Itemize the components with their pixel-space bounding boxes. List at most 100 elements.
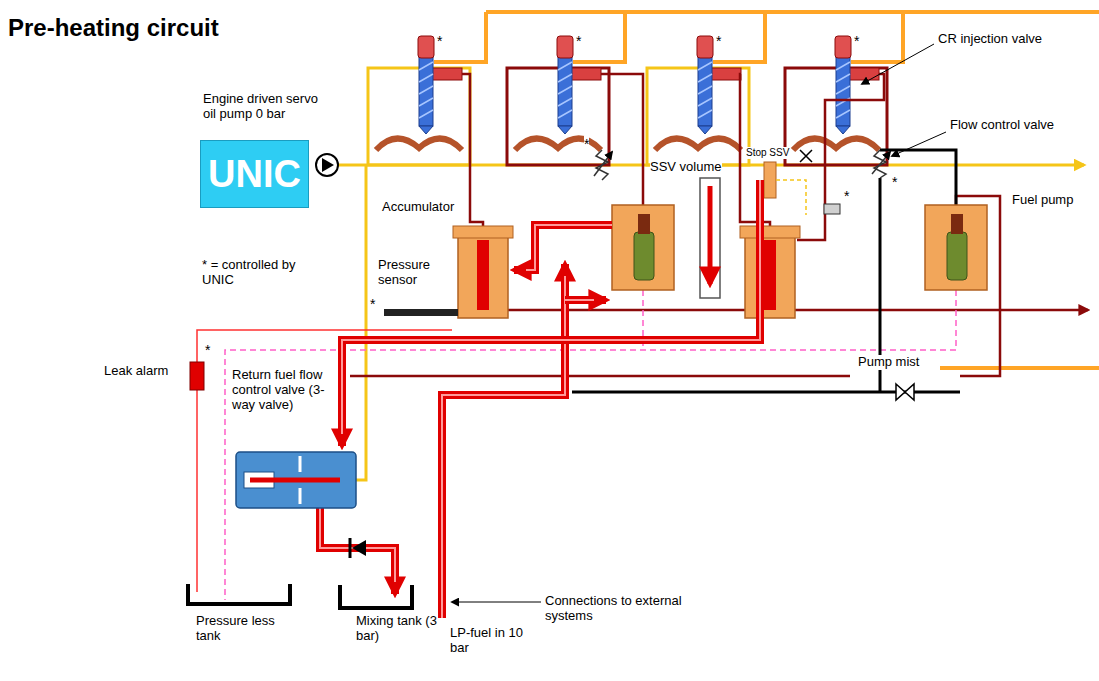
servo-oil-line (338, 165, 1084, 480)
injection-valve (698, 62, 712, 118)
part-label: Engine driven servo oil pump 0 bar (203, 92, 331, 122)
ssv-volume (700, 178, 720, 298)
note-label: Connections to external systems (545, 594, 707, 624)
part-label: Stop SSV (746, 147, 789, 159)
injection-valve (785, 12, 903, 165)
diagram-title: Pre-heating circuit (8, 14, 219, 42)
main-fuel-flow (320, 180, 760, 618)
stop-ssv-valve (764, 162, 776, 198)
servo-oil-pump (316, 154, 338, 176)
injection-valve (418, 36, 434, 58)
fuel-pump (612, 205, 987, 290)
tank (188, 584, 290, 604)
main-fuel-flow (514, 225, 612, 270)
injection-valve (698, 126, 712, 134)
check-valve (350, 538, 366, 558)
injection-valve (573, 12, 625, 62)
injection-valve (697, 36, 713, 58)
leader-line (452, 602, 541, 603)
part-label: Pressure less tank (196, 614, 278, 644)
stop-ssv-valve (800, 150, 812, 162)
three-way-valve (236, 452, 356, 508)
leak-line (197, 330, 452, 362)
accumulator (745, 232, 795, 318)
fuel-pump (634, 232, 654, 280)
main-fuel-flow (320, 508, 395, 582)
part-label: Fuel pump (1012, 193, 1073, 208)
fuel-pump (951, 214, 963, 234)
accumulator (764, 240, 776, 310)
check-valve (352, 540, 366, 556)
leader-line (452, 44, 946, 602)
high-pressure-line (797, 74, 884, 240)
control-mark: * (716, 33, 721, 49)
stop-ssv-valve (824, 204, 840, 214)
leak-line (197, 330, 452, 592)
control-mark: * (576, 33, 581, 49)
main-fuel-flow (442, 264, 565, 618)
injection-valve (655, 138, 741, 150)
part-label: Flow control valve (950, 118, 1054, 133)
injection-valve (793, 138, 879, 150)
high-pressure-line (350, 74, 1088, 376)
part-label: Pump mist (858, 355, 919, 370)
leader-line (862, 44, 934, 84)
legend-note: * = controlled by UNIC (202, 258, 326, 288)
part-label: SSV volume (650, 160, 722, 175)
controller-box: UNIC (200, 140, 309, 208)
injection-valve (849, 68, 879, 80)
injection-valve (419, 126, 433, 134)
high-pressure-line (462, 74, 483, 228)
injection-valve (836, 126, 850, 134)
high-pressure-line (350, 375, 850, 378)
main-fuel-flow (565, 299, 594, 301)
control-mark: * (584, 136, 589, 152)
main-fuel-flow (342, 180, 760, 446)
injection-valve (647, 12, 765, 165)
injection-valve (419, 56, 433, 126)
leak-alarm (190, 362, 204, 390)
injection-valve (851, 12, 903, 62)
fuel-pump (638, 214, 650, 234)
servo-oil-line (356, 165, 366, 480)
fuel-pump (925, 205, 987, 290)
injection-valve (368, 12, 486, 165)
tank (188, 584, 412, 608)
accumulator (453, 226, 513, 238)
control-mark: * (437, 33, 442, 49)
injection-valve (711, 68, 741, 80)
accumulator (453, 226, 800, 318)
high-pressure-line (601, 74, 643, 205)
flow-control-valve (594, 152, 612, 176)
main-fuel-flow (342, 180, 760, 434)
ssv-volume (700, 178, 720, 298)
part-label: Accumulator (382, 200, 454, 215)
flow-control-valve (872, 152, 890, 174)
control-mark: * (892, 174, 897, 190)
flow-control-valve (594, 150, 890, 180)
injection-valve (419, 62, 433, 118)
black-return-line (572, 150, 960, 392)
main-fuel-flow (526, 225, 612, 270)
control-mark: * (370, 296, 375, 312)
injection-valve (713, 12, 765, 62)
stop-ssv-valve (764, 150, 840, 215)
check-valve (349, 538, 352, 558)
accumulator (458, 232, 508, 318)
part-label: Return fuel flow control valve (3-way va… (232, 368, 334, 413)
injection-valve (558, 62, 572, 118)
box-label: UNIC (208, 153, 301, 196)
fuel-pump (947, 232, 967, 280)
pressure-sensor (384, 309, 458, 316)
black-return-line (880, 150, 956, 205)
leak-line (196, 390, 198, 592)
injection-valve (836, 56, 850, 126)
three-way-valve (250, 478, 340, 483)
orange-rail (486, 12, 1099, 368)
control-mark: * (205, 342, 210, 358)
injection-valve (558, 56, 572, 126)
part-label: CR injection valve (938, 32, 1042, 47)
